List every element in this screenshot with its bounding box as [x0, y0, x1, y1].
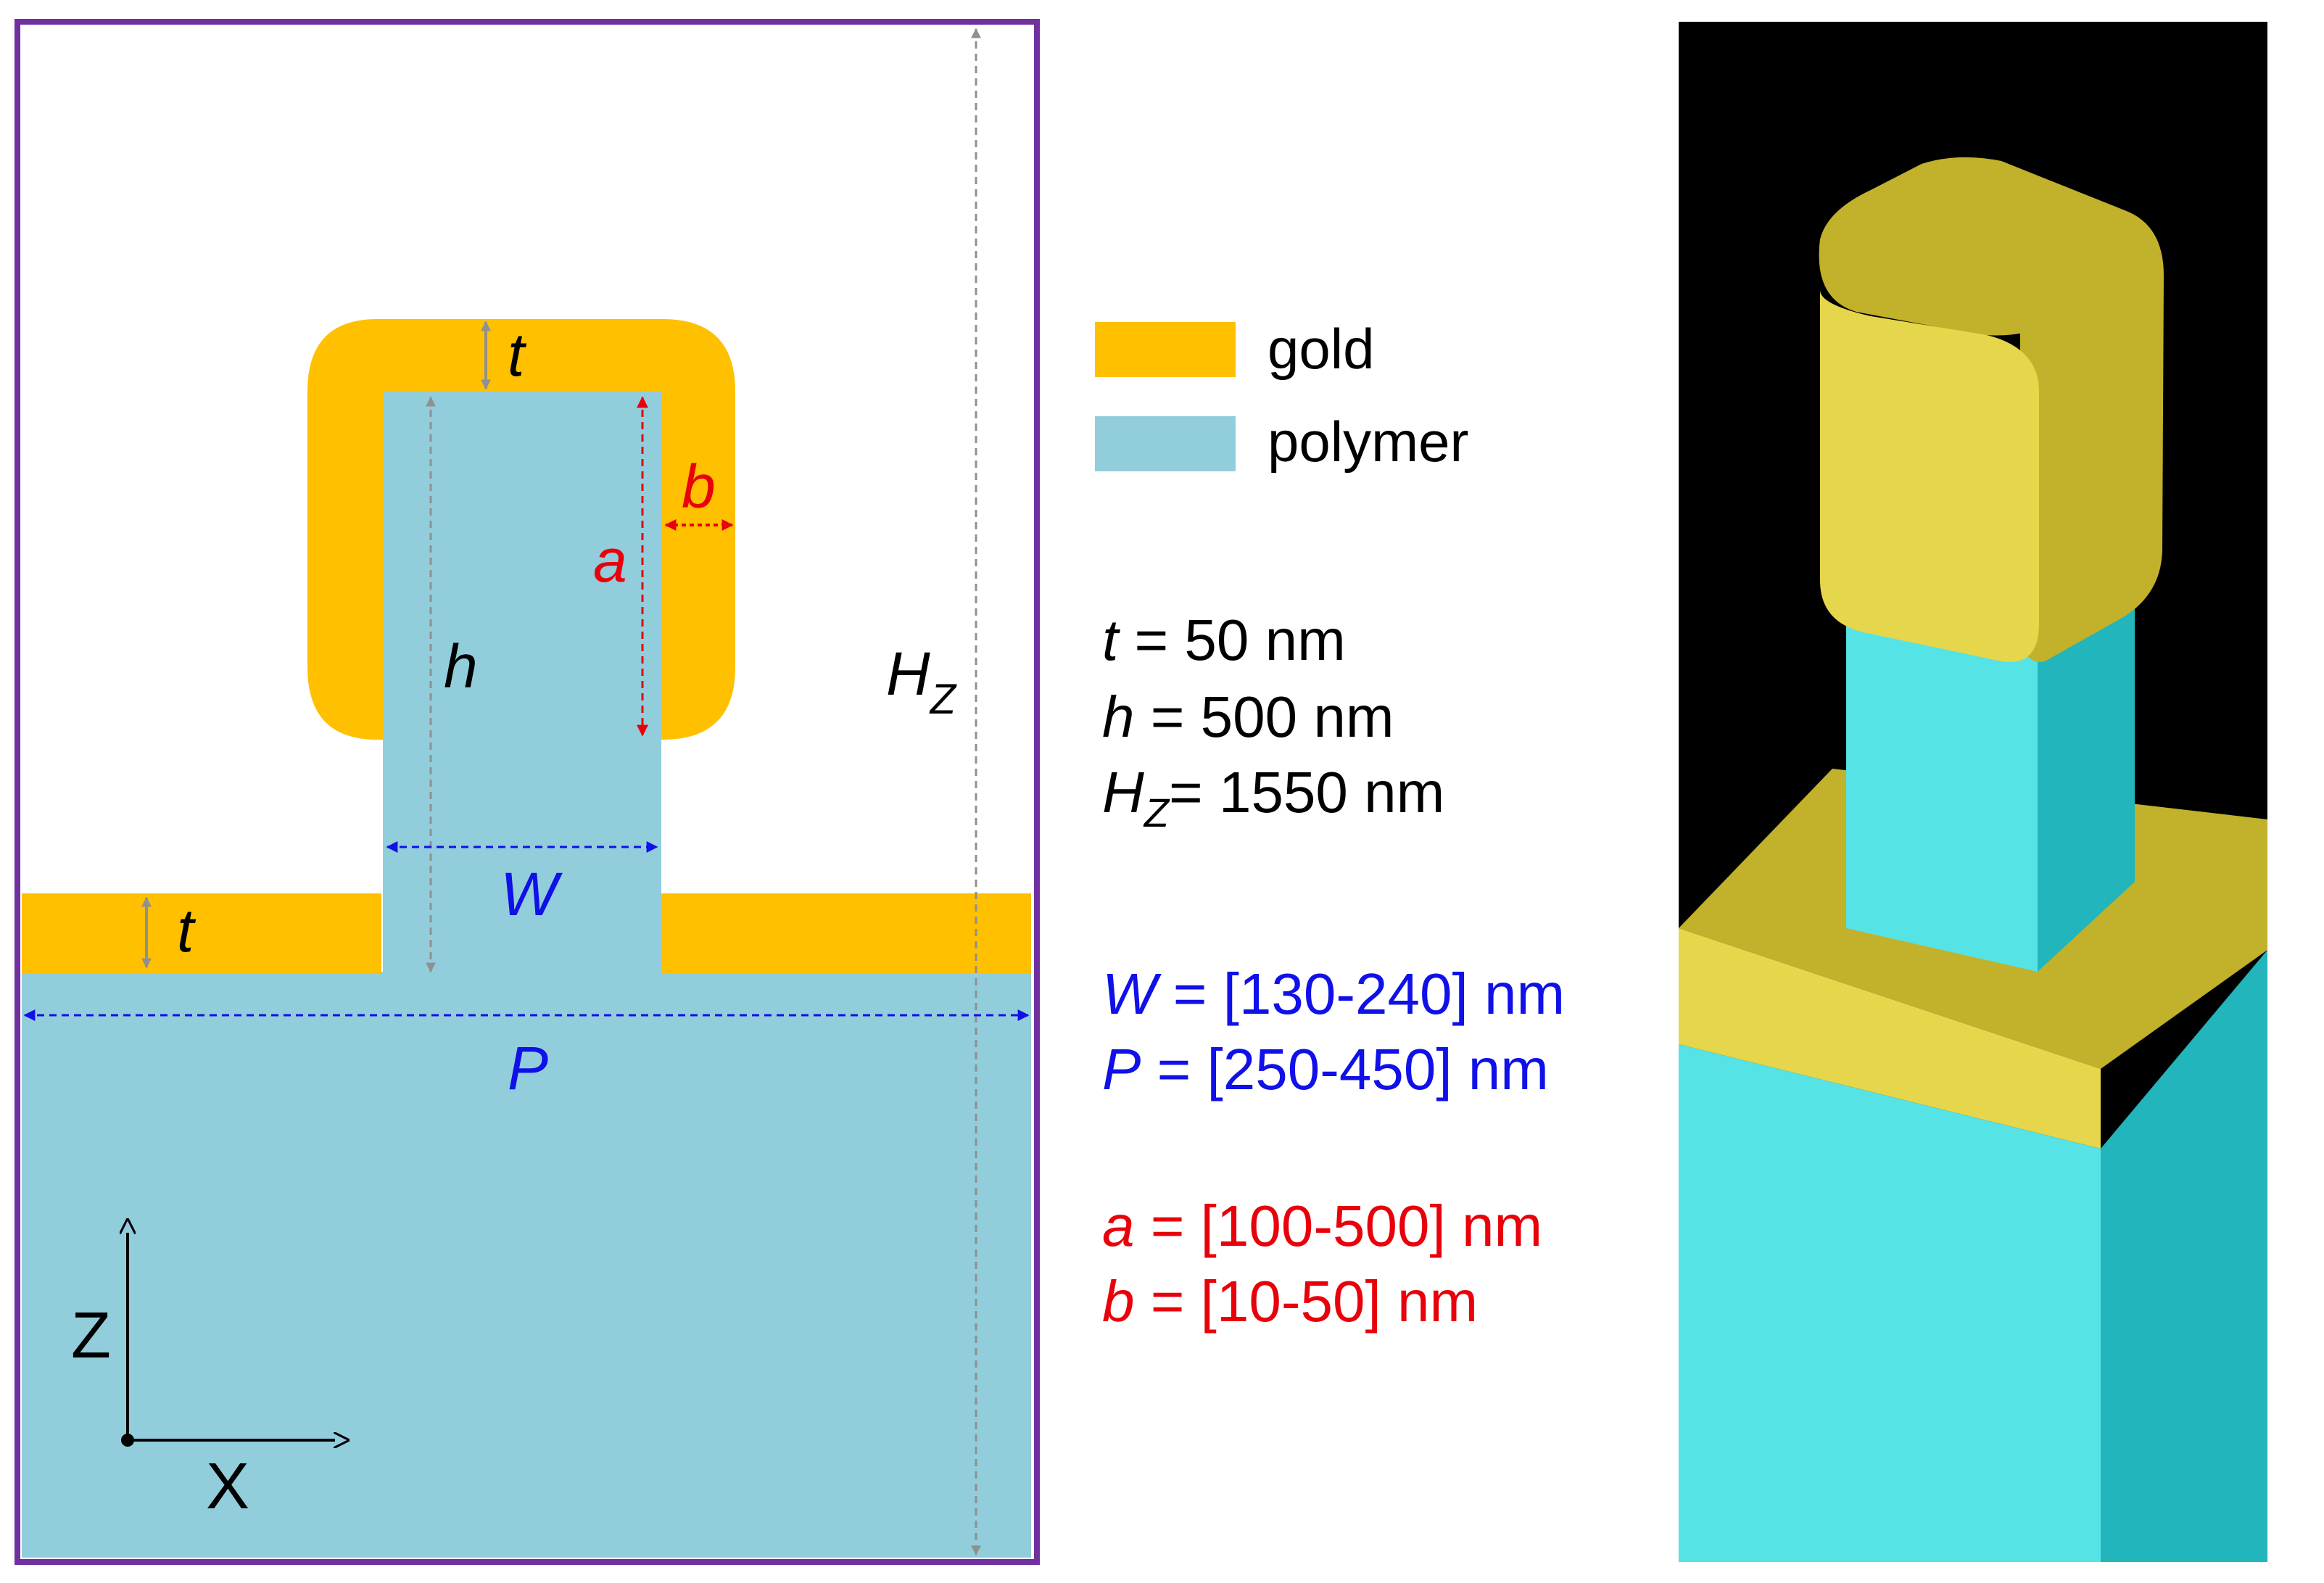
label-b: b	[682, 452, 716, 521]
polymer-substrate	[22, 972, 1031, 1558]
gold-base-right	[661, 893, 1031, 973]
label-t-top: t	[508, 321, 527, 389]
axes-origin	[121, 1434, 134, 1447]
legend-swatch-polymer	[1095, 416, 1236, 471]
label-p: P	[508, 1034, 548, 1102]
parameter-list: t = 50 nm h = 500 nm HZ= 1550 nm W = [13…	[1102, 608, 1565, 1334]
axis-label-z: Z	[71, 1299, 111, 1372]
param-h: h = 500 nm	[1102, 685, 1394, 749]
substrate-front-face	[1679, 1044, 2101, 1562]
simulation-frame	[15, 19, 1040, 1565]
param-w: W = [130-240] nm	[1102, 962, 1565, 1026]
gold-cap-top-face	[1819, 157, 2146, 336]
gold-base-left	[22, 893, 381, 973]
label-hz: HZ	[886, 640, 958, 723]
legend-swatch-gold	[1095, 322, 1236, 377]
param-p: P = [250-450] nm	[1102, 1037, 1549, 1102]
label-h: h	[444, 632, 478, 700]
axes-indicator: Z X	[71, 1233, 335, 1523]
gold-cap-front-face	[1820, 290, 2039, 662]
axis-label-x: X	[206, 1450, 249, 1523]
pillar-front-face	[1846, 609, 2038, 972]
legend: gold polymer	[1095, 317, 1468, 474]
param-a: a = [100-500] nm	[1102, 1194, 1542, 1258]
pillar-side-face	[2038, 551, 2135, 972]
render-3d-panel	[1679, 22, 2267, 1562]
substrate-side-face	[2101, 950, 2267, 1562]
param-t: t = 50 nm	[1102, 608, 1346, 672]
param-b: b = [10-50] nm	[1102, 1269, 1478, 1334]
label-hz-main: H	[886, 640, 930, 708]
legend-label-polymer: polymer	[1268, 410, 1468, 474]
label-t-bottom: t	[177, 896, 197, 964]
param-hz: HZ= 1550 nm	[1102, 760, 1444, 835]
gold-base-front-face	[1679, 928, 2101, 1149]
label-w: W	[500, 860, 563, 928]
label-a: a	[593, 526, 627, 595]
label-hz-sub: Z	[929, 676, 958, 723]
cross-section-panel: t t b a h HZ W P Z X	[15, 19, 1040, 1565]
legend-label-gold: gold	[1268, 317, 1374, 381]
